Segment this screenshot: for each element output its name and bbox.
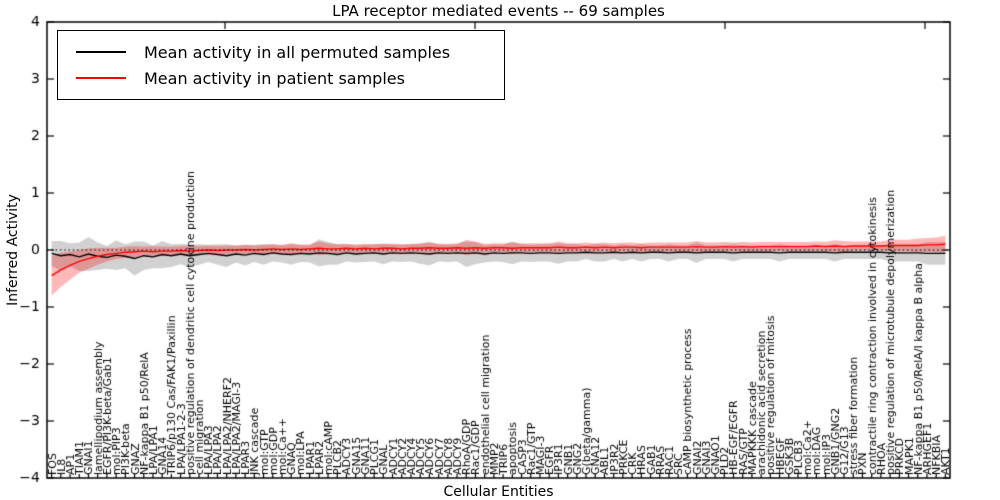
legend-item: Mean activity in all permuted samples: [58, 39, 504, 65]
legend-label: Mean activity in all permuted samples: [144, 42, 451, 62]
legend-line-red-icon: [76, 77, 126, 79]
legend-label: Mean activity in patient samples: [144, 68, 405, 88]
legend-item: Mean activity in patient samples: [58, 65, 504, 91]
chart-title: LPA receptor mediated events -- 69 sampl…: [332, 2, 665, 20]
legend: Mean activity in all permuted samples Me…: [57, 30, 505, 100]
x-axis-label: Cellular Entities: [443, 484, 554, 500]
y-axis-label: Inferred Activity: [5, 194, 21, 306]
legend-line-black-icon: [76, 51, 126, 53]
